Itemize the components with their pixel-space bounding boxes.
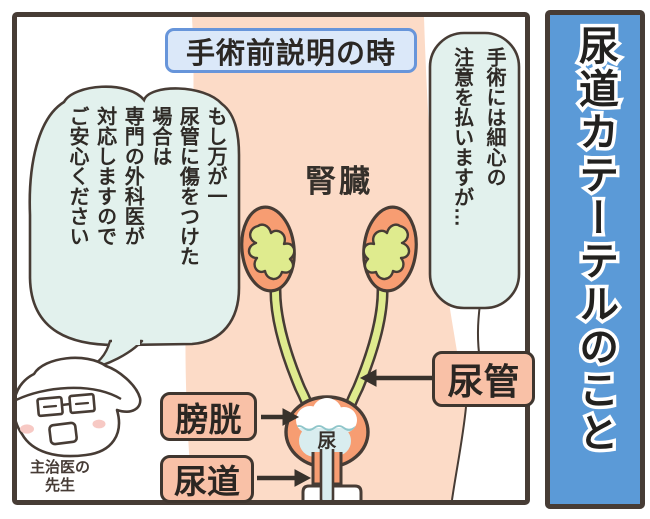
ureter-arrow-icon xyxy=(359,369,433,387)
sidebar-title-text: 尿道カテーテルのこと xyxy=(573,24,617,455)
urethra-arrow-icon xyxy=(257,469,312,487)
sidebar-title: 尿道カテーテルのこと 尿道カテーテルのこと xyxy=(566,21,624,495)
hip-contour-line xyxy=(451,406,467,500)
ureter-label: 尿管 xyxy=(432,351,535,407)
urethra-label: 尿道 xyxy=(160,455,254,503)
doctor-caption: 主治医の 先生 xyxy=(29,459,90,495)
sidebar-title-outline: 尿道カテーテルのこと xyxy=(570,21,621,458)
scene-label: 手術前説明の時 xyxy=(165,28,417,73)
kidney-heading: 腎臓 xyxy=(305,164,373,199)
surgical-mask-icon xyxy=(48,421,78,446)
speech-bubble-right xyxy=(428,31,521,310)
doctor-character xyxy=(17,356,142,458)
sidebar-title-bar: 尿道カテーテルのこと 尿道カテーテルのこと xyxy=(545,10,645,509)
urethra-tube xyxy=(319,449,335,500)
bladder-label: 膀胱 xyxy=(160,392,257,441)
speech-text-reassurance: もし万が一 尿管に傷をつけた 場合は 専門の外科医が 対応しますので ご安心くだ… xyxy=(66,106,226,266)
bladder-arrow-icon xyxy=(261,408,300,426)
urine-label: 尿 xyxy=(317,431,337,452)
speech-text-caution: 手術には細心の 注意を払いますが… xyxy=(450,47,505,227)
bladder-illustration xyxy=(284,395,370,469)
